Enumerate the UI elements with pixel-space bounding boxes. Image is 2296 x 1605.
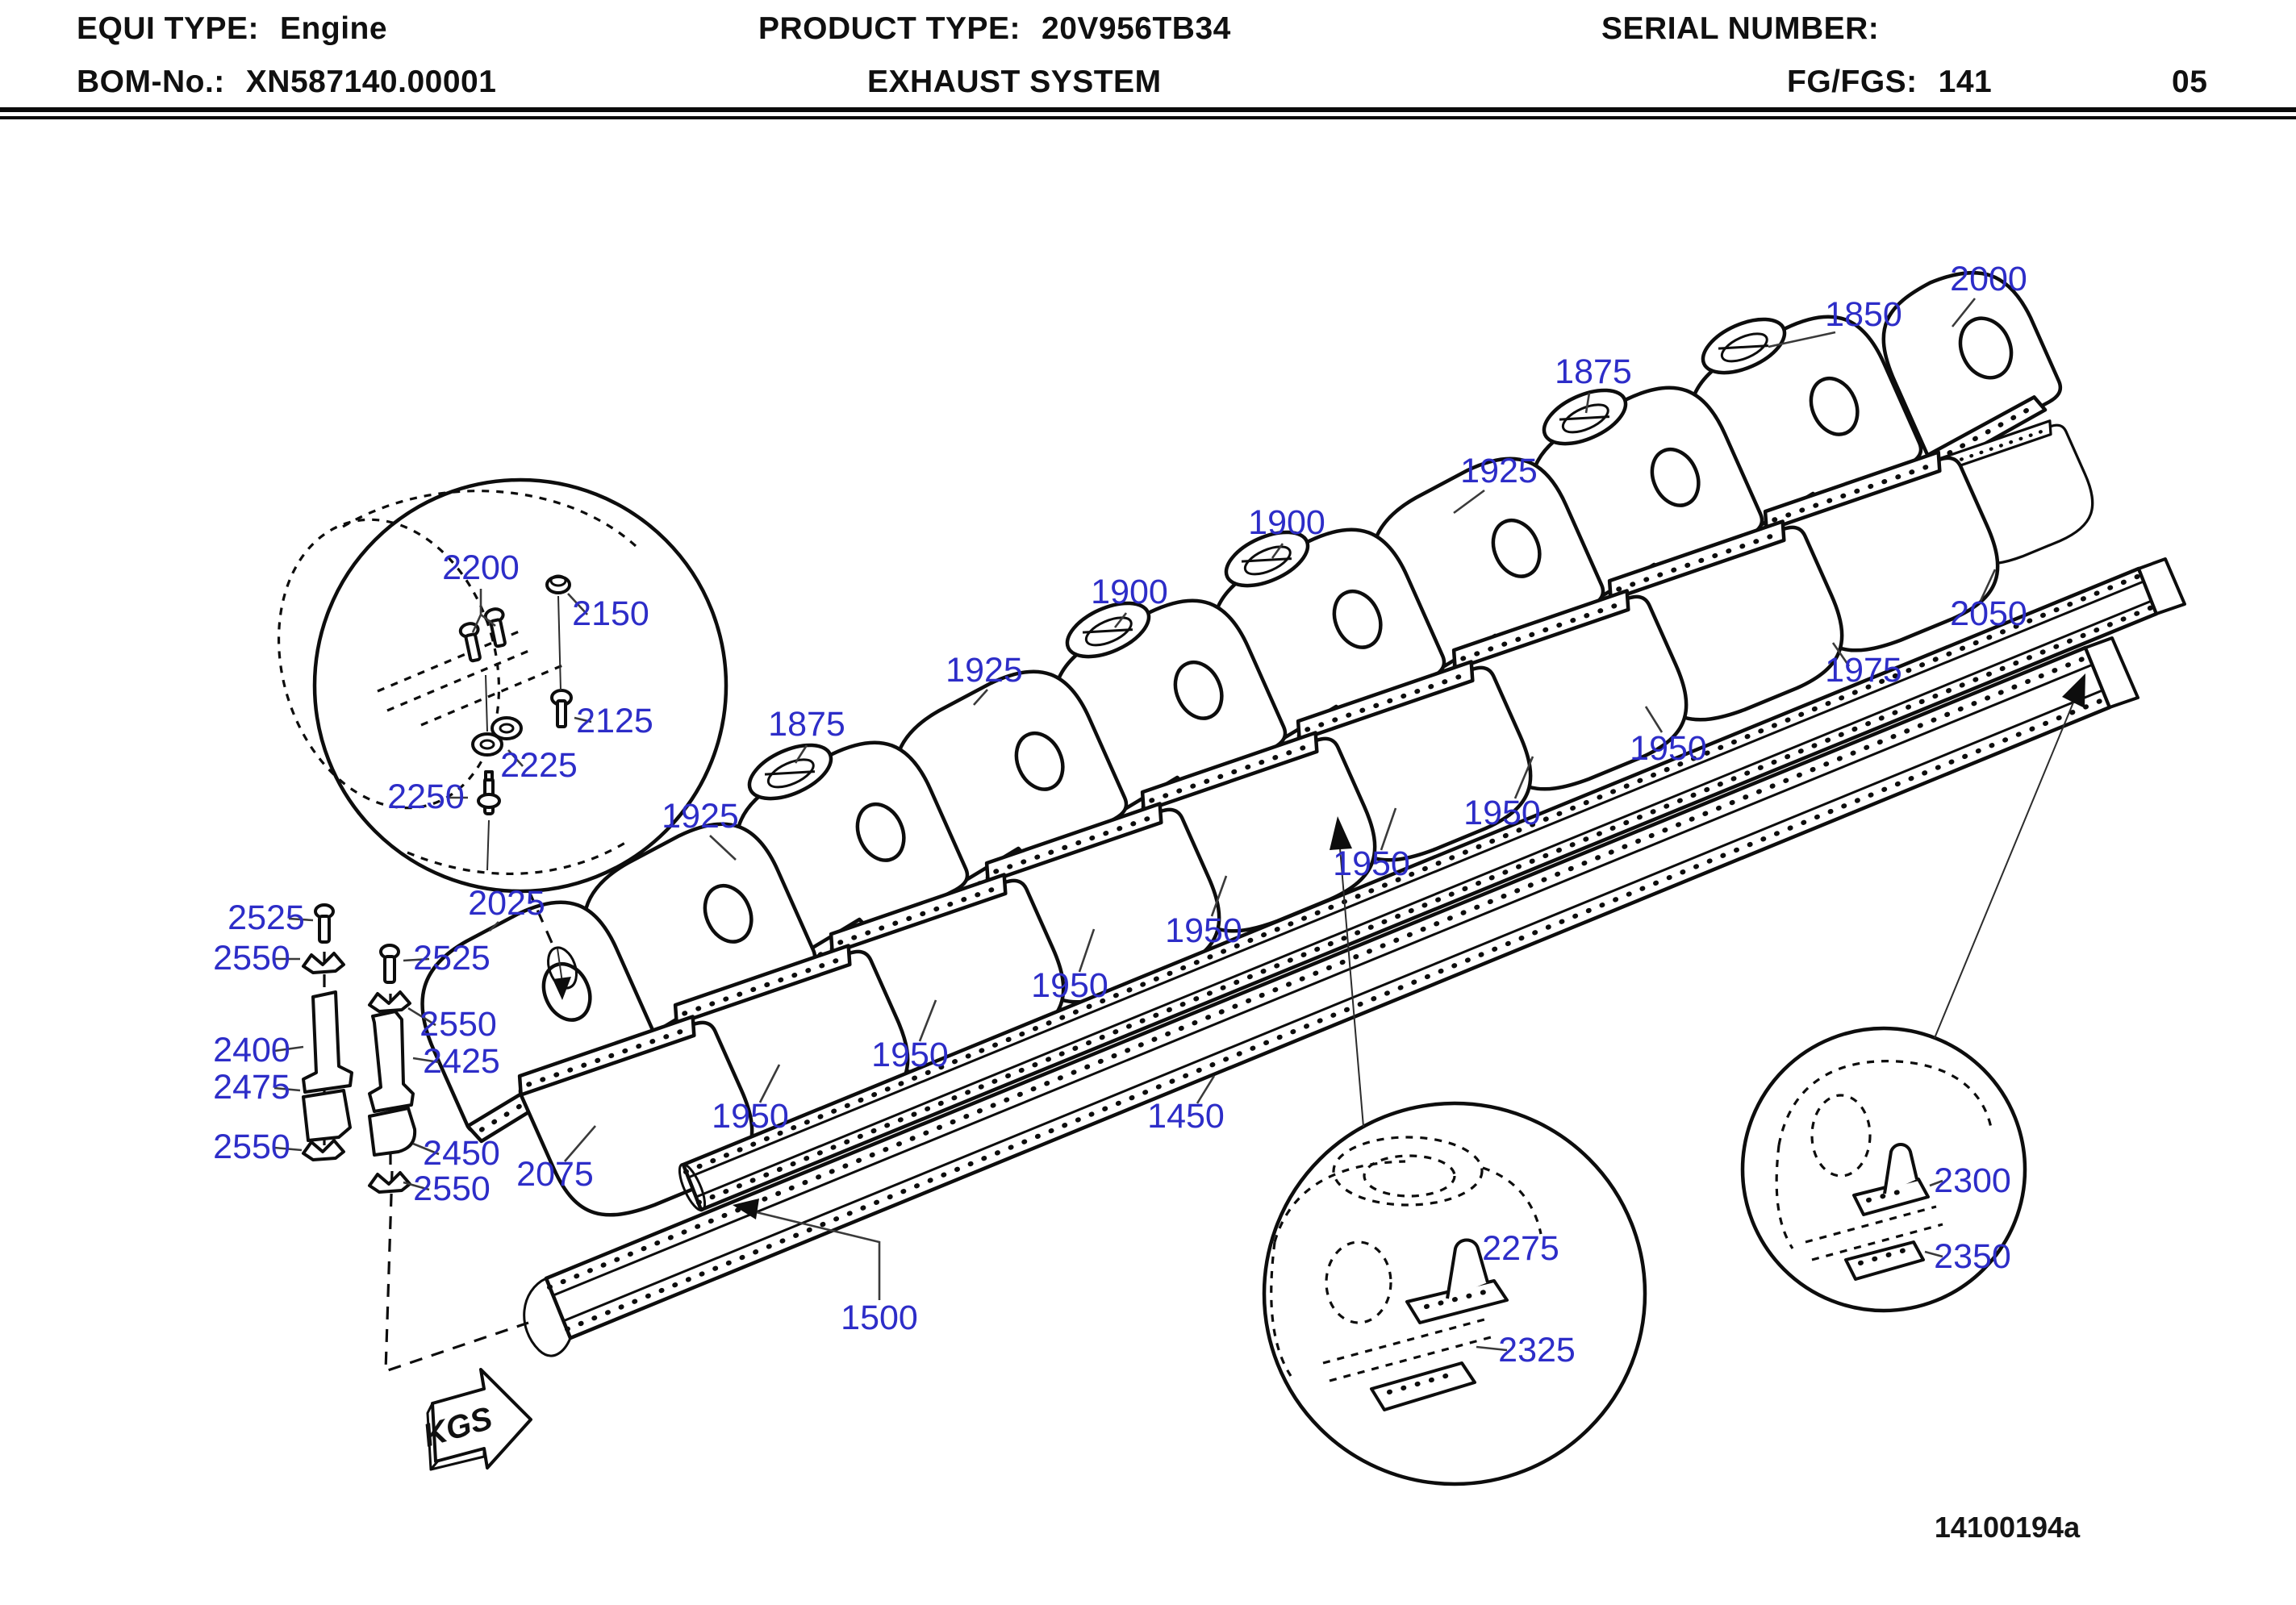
stud-2250 — [477, 770, 501, 815]
callout-1450: 1450 — [1147, 1097, 1225, 1136]
callout-2550: 2550 — [213, 1128, 290, 1166]
callout-2525: 2525 — [228, 898, 305, 937]
bracket-2400 — [302, 990, 353, 1094]
callout-1950: 1950 — [1031, 966, 1108, 1005]
port-marking-2025 — [547, 946, 578, 1000]
wedge-2450 — [368, 1107, 417, 1157]
callout-1925: 1925 — [946, 651, 1023, 690]
support-rail-1450 — [523, 636, 2139, 1357]
callout-2550: 2550 — [420, 1005, 497, 1044]
support-rail-1500 — [678, 557, 2186, 1212]
callout-1500: 1500 — [841, 1299, 918, 1337]
bom-label: BOM-No.: — [77, 65, 225, 99]
callout-1900: 1900 — [1248, 503, 1325, 542]
product-type-value: 20V956TB34 — [1042, 11, 1231, 46]
callout-2200: 2200 — [442, 548, 520, 587]
callout-1950: 1950 — [1165, 911, 1242, 950]
bracket-2275 — [1405, 1238, 1509, 1324]
callout-2425: 2425 — [423, 1042, 500, 1081]
bom-value: XN587140.00001 — [245, 65, 497, 99]
kgs-direction-arrow: KGS — [420, 1368, 532, 1471]
figure-number: 14100194a — [1935, 1511, 2081, 1544]
plate-2325 — [1370, 1361, 1476, 1411]
bracket-2300 — [1852, 1143, 1930, 1216]
callout-1975: 1975 — [1825, 651, 1902, 690]
detail-reference-arrow-left — [1330, 816, 1364, 1128]
bom-field: BOM-No.: XN587140.00001 — [77, 65, 496, 100]
nut-2150 — [545, 574, 571, 594]
fg-fgs-field: FG/FGS: 141 — [1787, 65, 1992, 100]
callout-2325: 2325 — [1498, 1331, 1576, 1369]
callout-2075: 2075 — [516, 1155, 594, 1194]
serial-number-field: SERIAL NUMBER: — [1601, 11, 1900, 47]
callout-2550: 2550 — [413, 1169, 491, 1208]
callout-1925: 1925 — [1460, 452, 1538, 490]
mounting-bracket-hardware — [302, 903, 417, 1194]
callout-leader-lines — [273, 298, 1997, 1352]
callout-2300: 2300 — [1934, 1161, 2011, 1200]
callout-2150: 2150 — [572, 594, 649, 633]
callout-1950: 1950 — [1463, 794, 1541, 832]
equi-type-field: EQUI TYPE: Engine — [77, 11, 387, 47]
bracket-2425 — [368, 1010, 415, 1113]
plate-2350 — [1844, 1240, 1925, 1281]
callout-2050: 2050 — [1950, 594, 2027, 633]
detail-circle-bracket-2300 — [1740, 1026, 2027, 1313]
system-title: EXHAUST SYSTEM — [867, 65, 1162, 99]
header-rule-2 — [0, 116, 2296, 119]
detail-reference-arrow-right — [1934, 673, 2085, 1039]
callout-2400: 2400 — [213, 1031, 290, 1069]
equi-type-value: Engine — [280, 11, 388, 46]
bolt-2525 — [314, 903, 335, 944]
clamp-2475 — [302, 1089, 352, 1142]
fg-fgs-label: FG/FGS: — [1787, 65, 1918, 99]
detail-circle-fasteners — [277, 477, 728, 894]
callout-2275: 2275 — [1482, 1229, 1559, 1268]
header-rule — [0, 107, 2296, 112]
bolt-2525 — [379, 944, 400, 984]
equi-type-label: EQUI TYPE: — [77, 11, 260, 46]
callout-2000: 2000 — [1950, 260, 2027, 298]
callout-1900: 1900 — [1091, 573, 1168, 611]
callout-1950: 1950 — [1630, 729, 1707, 768]
callout-2350: 2350 — [1934, 1237, 2011, 1276]
callout-2525: 2525 — [413, 939, 491, 978]
washers-2225 — [471, 716, 523, 757]
detail-circle-bracket-2275 — [1262, 1101, 1647, 1486]
callout-1875: 1875 — [1555, 352, 1632, 391]
callout-2250: 2250 — [387, 777, 465, 816]
serial-number-label: SERIAL NUMBER: — [1601, 11, 1880, 46]
screw-2125 — [550, 689, 573, 728]
callout-2225: 2225 — [500, 746, 578, 785]
callout-2025: 2025 — [468, 884, 545, 923]
callout-1950: 1950 — [871, 1036, 949, 1074]
product-type-label: PRODUCT TYPE: — [758, 11, 1021, 46]
callout-2475: 2475 — [213, 1068, 290, 1107]
part-callouts: 2000 1850 1875 1925 1900 1900 1925 1875 … — [213, 260, 2027, 1369]
callout-1850: 1850 — [1825, 295, 1902, 334]
callout-1950: 1950 — [1333, 844, 1410, 883]
callout-2450: 2450 — [423, 1134, 500, 1173]
rail-1500-arrowhead — [733, 1199, 759, 1219]
fg-fgs-value: 141 — [1938, 65, 1993, 99]
product-type-field: PRODUCT TYPE: 20V956TB34 — [758, 11, 1231, 47]
callout-1950: 1950 — [712, 1097, 789, 1136]
callout-1875: 1875 — [768, 705, 845, 744]
callout-2125: 2125 — [576, 702, 653, 740]
sheet-number: 05 — [2172, 65, 2208, 99]
callout-2550: 2550 — [213, 939, 290, 978]
callout-1925: 1925 — [662, 797, 739, 836]
